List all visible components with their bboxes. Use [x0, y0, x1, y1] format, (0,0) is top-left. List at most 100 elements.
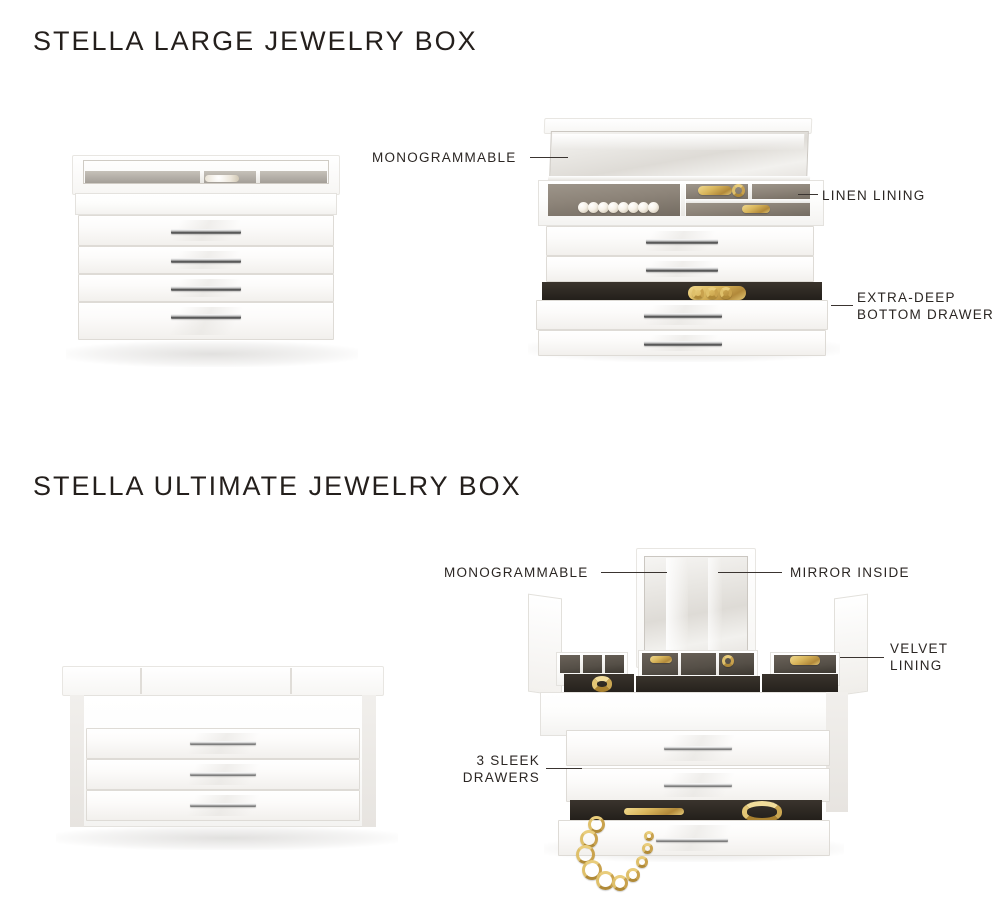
gold-bracelet	[698, 186, 732, 195]
callout-linen-lining: LINEN LINING	[822, 187, 926, 204]
tray-divider	[748, 184, 752, 200]
compartment-divider	[256, 171, 260, 183]
callout-line: MONOGRAMMABLE	[444, 565, 589, 580]
bottom-drawer-interior	[570, 800, 822, 822]
callout-mirror-inside: MIRROR INSIDE	[790, 564, 910, 581]
mirror-reflection-streak	[708, 558, 722, 658]
gold-jewelry	[790, 656, 820, 665]
pearl-bead	[638, 202, 649, 213]
gold-jewelry	[650, 656, 672, 663]
box-body-right-side	[826, 692, 848, 812]
velvet-lining-left-tray	[560, 655, 624, 673]
drawer-1	[86, 728, 360, 759]
interior-well-center	[636, 676, 760, 696]
drawer-pull-2	[171, 258, 241, 263]
drawer-3	[78, 274, 334, 302]
gold-chain-in-drawer	[624, 808, 684, 815]
product-image-stella-ultimate-closed	[56, 666, 398, 850]
leader-line-monogrammable-ultimate	[601, 572, 667, 573]
drawer-pull-2	[664, 783, 732, 787]
drawer-pull-1	[190, 741, 256, 745]
tray-divider	[716, 653, 719, 675]
product-image-stella-ultimate-open	[504, 540, 900, 900]
box-body-upper	[540, 692, 848, 736]
drawer-pull-bottom	[644, 341, 722, 346]
section-title-stella-ultimate: STELLA ULTIMATE JEWELRY BOX	[33, 471, 522, 501]
tray-divider	[678, 653, 681, 675]
pearl-bead	[618, 202, 629, 213]
pearl-bead	[628, 202, 639, 213]
pearl-bead	[588, 202, 599, 213]
tray-divider	[681, 184, 685, 216]
drop-shadow	[66, 341, 358, 367]
chain-link	[644, 831, 654, 841]
chain-link	[636, 856, 648, 868]
callout-extra-deep-bottom-drawer: EXTRA-DEEP BOTTOM DRAWER	[857, 289, 994, 323]
drawer-pull-2	[190, 772, 256, 776]
drawer-pull-bottom	[656, 838, 728, 842]
callout-line: BOTTOM DRAWER	[857, 307, 994, 322]
extra-deep-drawer-cavity	[542, 282, 822, 302]
chain-link	[642, 843, 653, 854]
drawer-pull-2	[646, 267, 718, 272]
pearl-bead	[608, 202, 619, 213]
pearl-necklace	[578, 202, 659, 213]
chain-link	[626, 868, 640, 882]
drawer-pull-1	[664, 746, 732, 750]
gold-ring	[692, 287, 704, 299]
gold-bangle	[592, 676, 612, 692]
box-body-right-edge	[362, 695, 376, 827]
drawer-pull-3	[171, 286, 241, 291]
leader-line-velvet-lining	[840, 657, 884, 658]
gold-ring	[706, 287, 718, 299]
mirror-reflection-streak	[666, 558, 688, 658]
tray-divider	[580, 655, 583, 673]
chain-link	[588, 816, 605, 833]
tray-divider	[602, 655, 605, 673]
jewelry-in-compartment	[205, 175, 239, 182]
split-hinged-lid	[62, 666, 384, 696]
callout-monogrammable-ultimate: MONOGRAMMABLE	[444, 564, 589, 581]
chain-link	[582, 860, 602, 880]
leader-line-three-sleek-drawers	[546, 768, 582, 769]
callout-line: DRAWERS	[462, 770, 540, 785]
product-image-stella-large-closed	[66, 155, 358, 367]
tray-divider	[686, 199, 810, 203]
drawer-pull-1	[646, 239, 718, 244]
callout-line: LINING	[890, 658, 943, 673]
pearl-bead	[578, 202, 589, 213]
leader-line-monogrammable-large	[530, 157, 568, 158]
section-title-stella-large: STELLA LARGE JEWELRY BOX	[33, 26, 478, 56]
leader-line-mirror-inside	[718, 572, 782, 573]
compartment-divider	[200, 171, 204, 183]
lid-seam-left	[140, 668, 142, 694]
box-body-left-edge	[70, 695, 84, 827]
box-body-upper	[75, 193, 337, 215]
lid-seam-right	[290, 668, 292, 694]
interior-well-right	[762, 674, 838, 696]
drawer-4	[78, 302, 334, 340]
callout-three-sleek-drawers: 3 SLEEK DRAWERS	[436, 752, 540, 786]
pearl-bead	[598, 202, 609, 213]
gold-ring	[722, 655, 734, 667]
drawer-pull-4	[171, 314, 241, 319]
drawer-pull-extra-deep	[644, 313, 722, 318]
drop-shadow	[56, 826, 398, 850]
pearl-bead	[648, 202, 659, 213]
gold-chain	[742, 205, 770, 213]
drawer-pull-3	[190, 803, 256, 807]
drawer-pull-1	[171, 229, 241, 234]
glass-top-panel	[83, 160, 329, 184]
gold-ring	[720, 287, 732, 299]
callout-line: MONOGRAMMABLE	[372, 150, 517, 165]
product-image-stella-large-open	[528, 118, 840, 362]
callout-line: VELVET	[890, 641, 949, 656]
callout-line: 3 SLEEK	[476, 753, 540, 768]
linen-lining-right-compartment	[752, 184, 810, 200]
chain-link	[612, 875, 628, 891]
callout-line: MIRROR INSIDE	[790, 565, 910, 580]
callout-monogrammable-large: MONOGRAMMABLE	[372, 149, 517, 166]
callout-velvet-lining: VELVET LINING	[890, 640, 948, 674]
mirror-highlight	[551, 134, 805, 150]
